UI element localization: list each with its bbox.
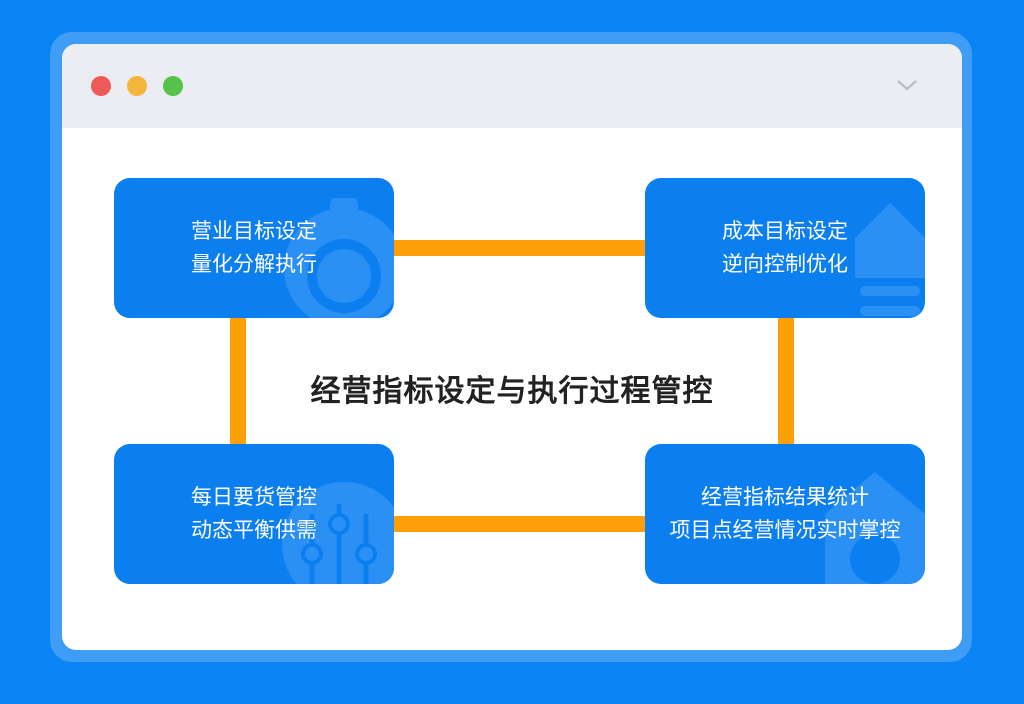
card-daily-order: 每日要货管控 动态平衡供需 bbox=[114, 444, 394, 584]
card-line1: 经营指标结果统计 bbox=[701, 485, 869, 509]
maximize-button[interactable] bbox=[163, 76, 183, 96]
house-chart-icon bbox=[825, 472, 925, 584]
card-line1: 每日要货管控 bbox=[191, 485, 317, 509]
diagram-title: 经营指标设定与执行过程管控 bbox=[310, 374, 714, 409]
title-bar bbox=[62, 44, 962, 128]
sliders-icon bbox=[282, 482, 394, 584]
target-icon bbox=[284, 198, 394, 318]
chevron-down-icon[interactable] bbox=[896, 74, 918, 96]
connector-bottom bbox=[394, 516, 645, 532]
card-line1: 营业目标设定 bbox=[191, 219, 317, 243]
card-sales-target: 营业目标设定 量化分解执行 bbox=[114, 178, 394, 318]
card-line2: 逆向控制优化 bbox=[722, 252, 848, 276]
connector-left bbox=[230, 318, 246, 444]
card-line1: 成本目标设定 bbox=[722, 219, 848, 243]
card-line2: 动态平衡供需 bbox=[191, 518, 317, 542]
card-line2: 项目点经营情况实时掌控 bbox=[669, 518, 901, 542]
close-button[interactable] bbox=[91, 76, 111, 96]
minimize-button[interactable] bbox=[127, 76, 147, 96]
card-results-stats: 经营指标结果统计 项目点经营情况实时掌控 bbox=[645, 444, 925, 584]
card-cost-target: 成本目标设定 逆向控制优化 bbox=[645, 178, 925, 318]
connector-right bbox=[778, 318, 794, 444]
card-line2: 量化分解执行 bbox=[191, 252, 317, 276]
connector-top bbox=[394, 240, 645, 256]
home-icon bbox=[855, 203, 925, 316]
